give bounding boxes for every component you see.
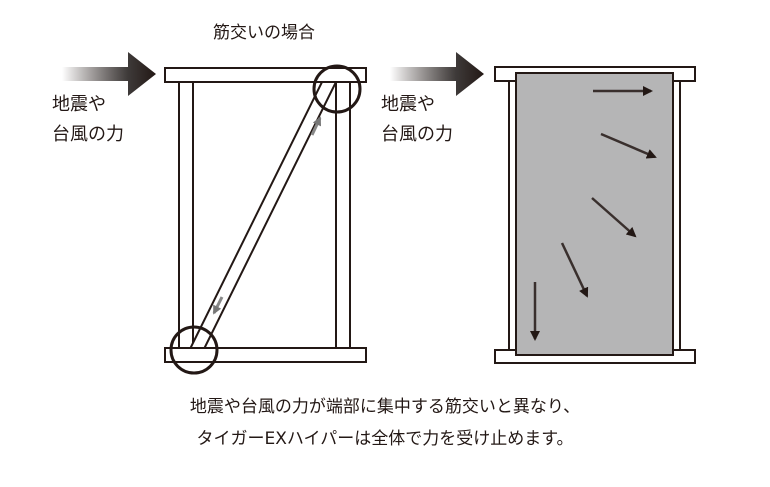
force-arrow-3 [591,197,637,238]
caption-line-1: 地震や台風の力が端部に集中する筋交いと異なり、 [189,397,581,417]
force-label-right-line1: 地震や [381,94,435,115]
force-arrow-4 [560,242,589,298]
stress-circle-top [312,64,362,114]
brace-arrow-down [212,296,224,315]
brace-arrow-up [310,116,322,136]
caption-line-2: タイガーEXハイパーは全体で力を受け止めます。 [196,429,574,449]
force-label-right-line2: 台風の力 [381,124,453,145]
force-arrow-right [390,52,484,96]
force-arrow-2 [600,132,657,159]
wall-panel [515,72,674,356]
force-label-left-line1: 地震や [52,94,106,115]
force-arrow-left [62,52,156,96]
stress-circle-bottom [169,325,219,375]
panel-frame [494,66,696,364]
distributed-force-arrows [530,86,657,341]
force-label-left-line2: 台風の力 [52,124,124,145]
brace-frame [164,67,367,363]
brace-case-title: 筋交いの場合 [213,23,315,43]
